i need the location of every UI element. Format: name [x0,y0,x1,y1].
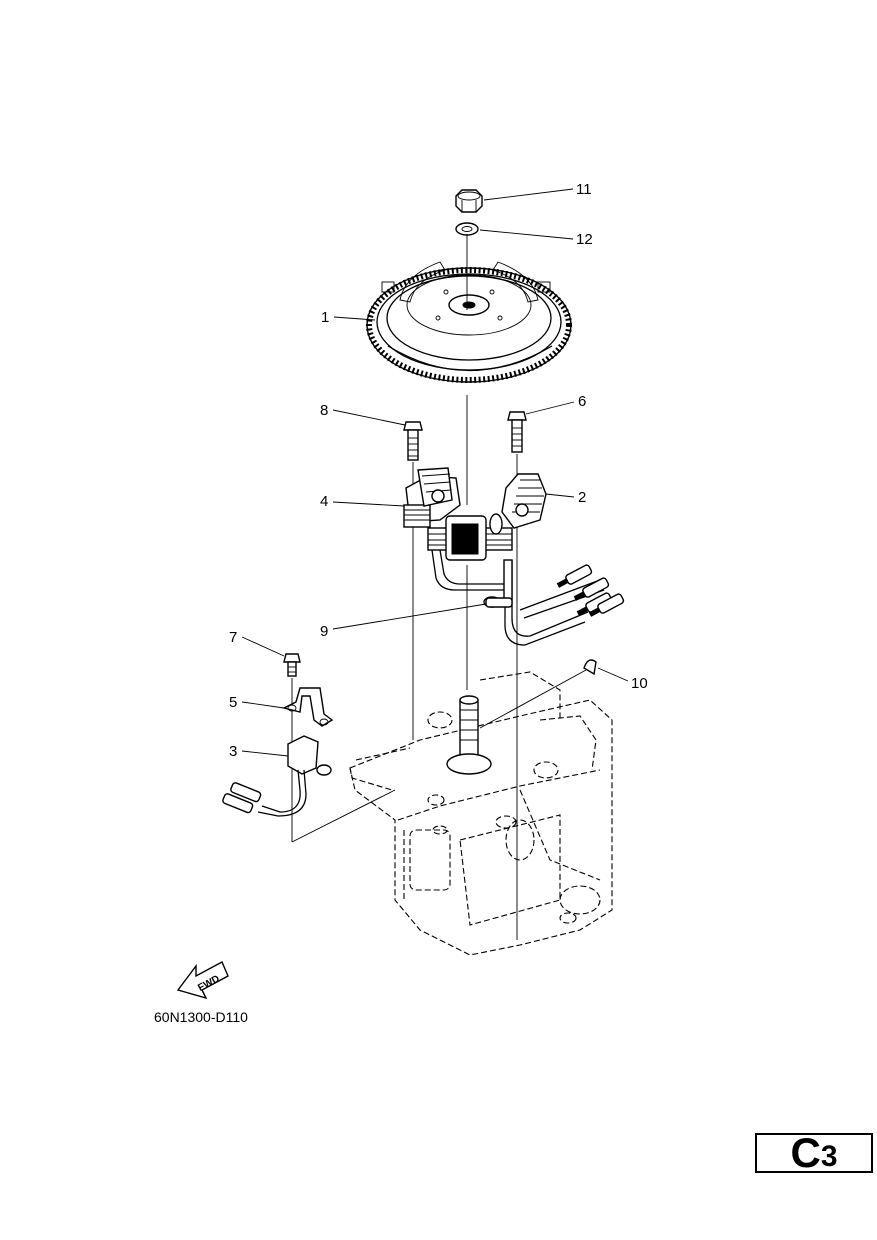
screw-7-guide-angle [291,789,396,843]
callout-2: 2 [578,489,586,506]
callout-5: 5 [229,694,237,711]
bracket-part-5 [281,687,334,727]
bolt-part-6 [507,411,527,453]
pulser-coil-part-4 [403,467,461,528]
screw-part-7 [283,653,301,677]
sensor-part-3 [222,735,332,817]
callout-11: 11 [576,181,592,198]
callout-10: 10 [631,675,648,692]
flywheel-part-1 [366,261,572,383]
callout-12: 12 [576,231,593,248]
wire-harness [431,549,625,646]
nut-part-11 [455,189,483,213]
charge-coil-part-2 [501,473,547,529]
stator-coil-center [427,513,513,561]
leader-lines [241,188,629,757]
callout-3: 3 [229,743,237,760]
callout-6: 6 [578,393,586,410]
callout-7: 7 [229,629,237,646]
clamp-part-9 [483,596,513,608]
callout-8: 8 [320,402,328,419]
callout-1: 1 [321,309,329,326]
callout-9: 9 [320,623,328,640]
engine-block [349,671,613,956]
washer-part-12 [455,222,479,236]
fwd-arrow-icon: FWD [176,961,229,1000]
callout-4: 4 [320,493,328,510]
figure-code: 60N1300-D110 [154,1009,248,1025]
page-badge-number: 3 [820,1140,838,1173]
page-badge-letter: C [790,1129,821,1176]
woodruff-key-part-10 [583,659,597,676]
key-guide [479,669,587,729]
page-badge: C 3 [755,1129,873,1176]
bolt-part-8 [403,421,423,461]
